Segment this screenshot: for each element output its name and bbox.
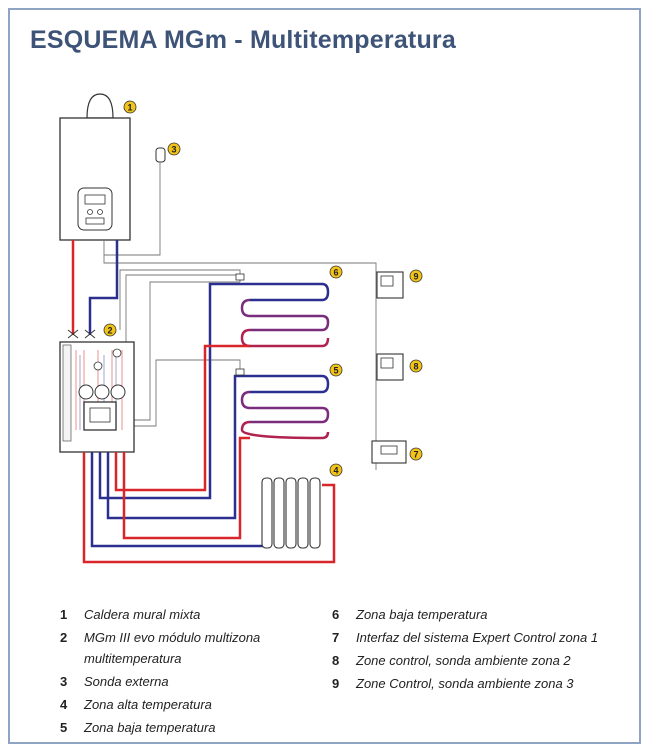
- svg-text:1: 1: [127, 103, 132, 113]
- svg-text:6: 6: [333, 268, 338, 278]
- badge-2: 2: [103, 323, 117, 337]
- svg-text:8: 8: [413, 362, 418, 372]
- radiator: [261, 477, 321, 549]
- multizone-module: [59, 341, 135, 453]
- svg-text:5: 5: [333, 366, 338, 376]
- badge-1: 1: [123, 100, 137, 114]
- svg-text:2: 2: [107, 326, 112, 336]
- badge-5: 5: [329, 363, 343, 377]
- boiler: [59, 93, 131, 241]
- external-sensor: [155, 147, 166, 163]
- svg-text:7: 7: [413, 450, 418, 460]
- badge-9: 9: [409, 269, 423, 283]
- page-title: ESQUEMA MGm - Multitemperatura: [30, 26, 456, 54]
- svg-text:4: 4: [333, 466, 338, 476]
- control-wiring: [103, 162, 380, 470]
- badge-7: 7: [409, 447, 423, 461]
- underfloor-zone-5: [106, 374, 330, 520]
- badge-8: 8: [409, 359, 423, 373]
- badge-6: 6: [329, 265, 343, 279]
- badge-4: 4: [329, 463, 343, 477]
- zone-control-8: [376, 353, 404, 381]
- expert-control-interface: [371, 440, 407, 464]
- badges: 1 2 3 4 5 6 7 8 9: [103, 100, 423, 477]
- diagram-frame: [8, 8, 641, 744]
- boiler-return-pipe: [88, 240, 119, 335]
- badge-3: 3: [167, 142, 181, 156]
- zone-control-9: [376, 271, 404, 299]
- svg-text:3: 3: [171, 145, 176, 155]
- heating-schematic: 1 2 3 4 5 6 7 8 9: [59, 93, 423, 564]
- underfloor-zone-6: [98, 282, 330, 500]
- svg-text:9: 9: [413, 272, 418, 282]
